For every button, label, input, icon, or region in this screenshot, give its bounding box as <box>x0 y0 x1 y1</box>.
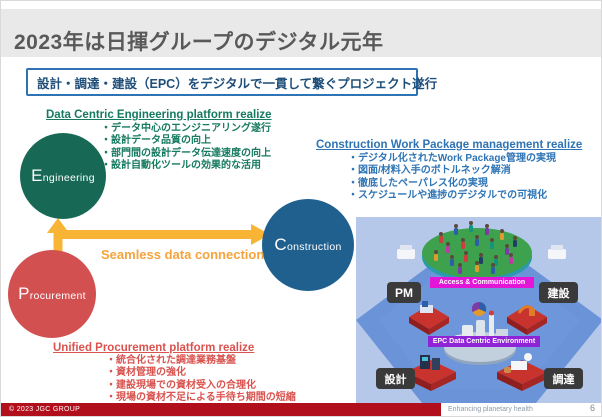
bullet-item: 徹底したペーパレス化の実現 <box>348 178 556 190</box>
engineering-circle: Engineering <box>20 133 106 219</box>
subtitle-box: 設計・調達・建設（EPC）をデジタルで一貫して繋ぐプロジェクト遂行 <box>26 68 437 96</box>
engineering-bullet-list: データ中心のエンジニアリング遂行設計データ品質の向上部門間の設計データ伝達速度の… <box>101 123 271 172</box>
role-label-engineering: 設計 <box>376 368 415 389</box>
bullet-item: 設計データ品質の向上 <box>101 135 271 147</box>
bullet-item: 資材管理の強化 <box>106 367 296 379</box>
construction-section-heading: Construction Work Package management rea… <box>316 139 583 151</box>
epc-data-centric-banner: EPC Data Centric Environment <box>428 336 540 347</box>
footer-tagline: Enhancing planetary health <box>448 406 533 413</box>
subtitle-text: 設計・調達・建設（EPC）をデジタルで一貫して繋ぐプロジェクト遂行 <box>37 76 438 91</box>
bullet-item: データ中心のエンジニアリング遂行 <box>101 123 271 135</box>
bullet-item: 統合化された調達業務基盤 <box>106 355 296 367</box>
engineering-circle-label: Engineering <box>31 166 95 185</box>
procurement-circle-label: Procurement <box>18 284 86 303</box>
bullet-item: スケジュールや進捗のデジタルでの可視化 <box>348 190 556 202</box>
construction-bullet-list: デジタル化されたWork Package管理の実現図面/材料入手のボトルネック解… <box>348 153 556 202</box>
bullet-item: 現場の資材不足による手待ち期間の短縮 <box>106 392 296 404</box>
role-label-construction: 建設 <box>539 282 578 303</box>
page-number: 6 <box>590 403 596 413</box>
copyright-text: © 2023 JGC GROUP <box>9 406 81 413</box>
procurement-bullet-list: 統合化された調達業務基盤資材管理の強化建設現場での資材受入の合理化現場の資材不足… <box>106 355 296 404</box>
construction-circle-label: Construction <box>274 235 342 254</box>
access-communication-banner: Access & Communication <box>430 277 534 288</box>
slide-title: 2023年は日揮グループのデジタル元年 <box>14 31 384 54</box>
bullet-item: デジタル化されたWork Package管理の実現 <box>348 153 556 165</box>
engineering-section-heading: Data Centric Engineering platform realiz… <box>46 109 272 121</box>
title-band: 2023年は日揮グループのデジタル元年 <box>1 9 601 57</box>
procurement-section-heading: Unified Procurement platform realize <box>53 342 255 354</box>
footer-bar: © 2023 JGC GROUP <box>1 403 441 416</box>
epc-environment-illustration: Access & Communication EPC Data Centric … <box>356 217 601 403</box>
bullet-item: 設計自動化ツールの効果的な活用 <box>101 160 271 172</box>
role-label-procurement: 調達 <box>544 368 583 389</box>
bullet-item: 図面/材料入手のボトルネック解消 <box>348 165 556 177</box>
role-label-pm: PM <box>387 282 421 303</box>
seamless-data-connection-label: Seamless data connection <box>101 247 265 262</box>
bullet-item: 建設現場での資材受入の合理化 <box>106 380 296 392</box>
bullet-item: 部門間の設計データ伝達速度の向上 <box>101 148 271 160</box>
construction-circle: Construction <box>262 199 354 291</box>
procurement-circle: Procurement <box>8 250 96 338</box>
